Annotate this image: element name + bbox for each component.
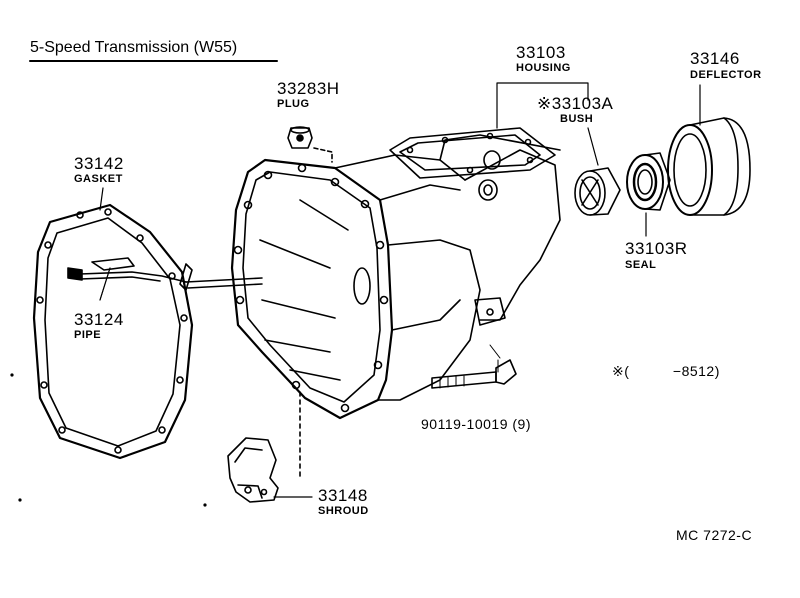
housing-part-name: HOUSING [516,62,571,74]
plug-part-number: 33283H [277,79,340,98]
gasket-drawing [32,203,194,460]
pipe-part-name: PIPE [74,329,102,341]
bush-drawing [574,167,621,216]
bolt-part-number: 90119-10019 (9) [421,416,531,432]
seal-part-name: SEAL [625,259,657,271]
seal-drawing [626,152,671,237]
shroud-part-name: SHROUD [318,505,369,517]
plug-part-name: PLUG [277,98,310,110]
bush-part-number: ※33103A [537,94,614,113]
plug-drawing [287,126,313,149]
gasket-part-name: GASKET [74,173,123,185]
serial-range-note: ※( −8512) [612,363,720,379]
shroud-drawing [227,437,313,503]
diagram-code: MC 7272-C [676,527,753,543]
housing-drawing [230,127,561,481]
shroud-part-number: 33148 [318,486,368,505]
bush-part-name: BUSH [560,113,594,125]
gasket-part-number: 33142 [74,154,124,173]
seal-part-number: 33103R [625,239,688,258]
diagram-title: 5-Speed Transmission (W55) [30,39,238,56]
gasket-leader [99,187,104,211]
deflector-part-name: DEFLECTOR [690,69,762,81]
housing-part-number: 33103 [516,43,566,62]
deflector-drawing [667,117,751,216]
pipe-part-number: 33124 [74,310,124,329]
bolt-drawing [431,344,517,389]
pipe-leader [99,267,111,301]
deflector-part-number: 33146 [690,49,740,68]
housing-callout [496,82,589,129]
bush-leader [587,127,599,166]
